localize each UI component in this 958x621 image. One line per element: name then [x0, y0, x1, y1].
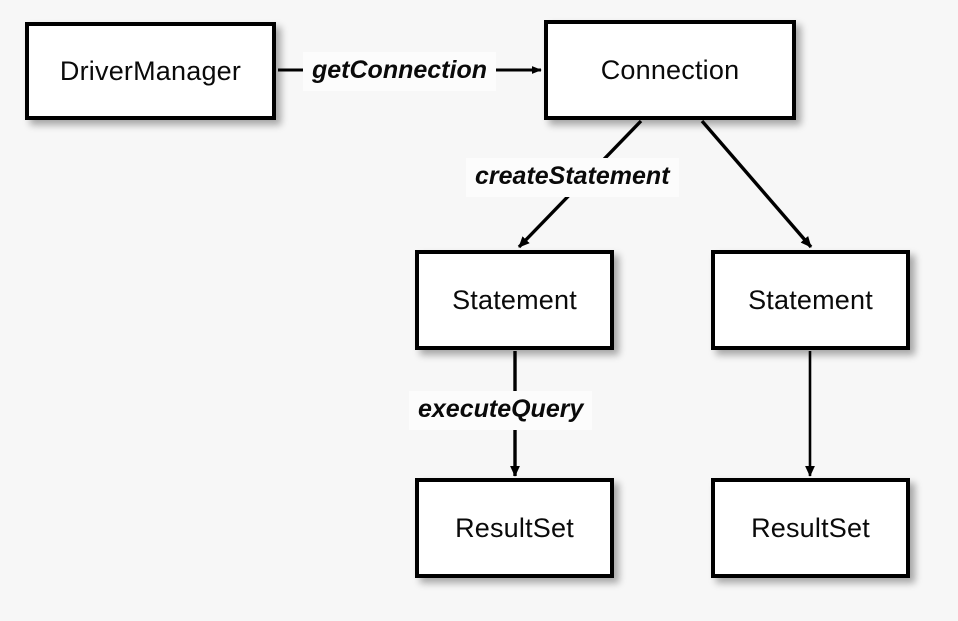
- node-label-resultset-left: ResultSet: [455, 512, 574, 543]
- node-label-statement-right: Statement: [748, 284, 873, 315]
- node-label-drivermanager: DriverManager: [59, 55, 242, 86]
- node-statement-right[interactable]: Statement: [711, 250, 910, 350]
- node-label-statement-left: Statement: [452, 284, 577, 315]
- edge-label-createstatement-text: createStatement: [475, 162, 670, 190]
- edge-label-createstatement: createStatement: [466, 158, 679, 197]
- node-label-connection: Connection: [600, 54, 740, 85]
- connector-connection-to-statement-right: [700, 119, 813, 249]
- edge-label-getconnection: getConnection: [303, 52, 496, 91]
- edge-label-executequery: executeQuery: [409, 391, 593, 430]
- node-label-resultset-right: ResultSet: [751, 512, 870, 543]
- node-statement-left[interactable]: Statement: [415, 250, 614, 350]
- node-resultset-right[interactable]: ResultSet: [711, 478, 910, 578]
- node-resultset-left[interactable]: ResultSet: [415, 478, 614, 578]
- edge-label-executequery-text: executeQuery: [418, 395, 584, 423]
- node-drivermanager[interactable]: DriverManager: [25, 22, 276, 120]
- node-connection[interactable]: Connection: [544, 20, 796, 120]
- edge-label-getconnection-text: getConnection: [312, 56, 487, 84]
